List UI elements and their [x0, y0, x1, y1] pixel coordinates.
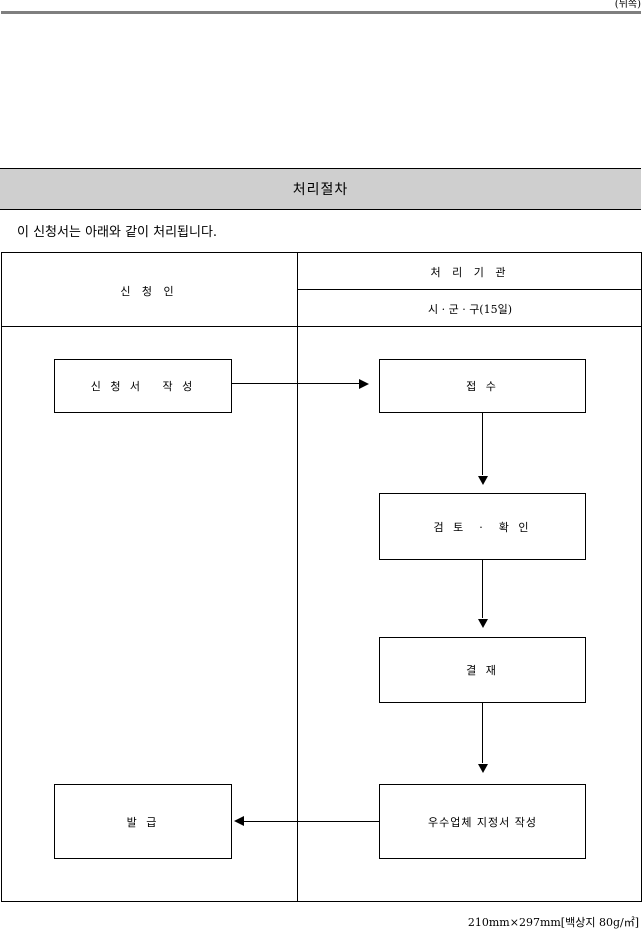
agency-column-header: 처 리 기 관: [430, 266, 510, 279]
arrow-down-icon: [478, 619, 488, 628]
step-receipt: 접 수: [379, 359, 586, 413]
step-approval: 결 재: [379, 637, 586, 703]
step-designation-label: 우수업체 지정서 작성: [427, 815, 538, 829]
connector-approval-to-designation: [482, 703, 483, 763]
connector-application-to-receipt: [232, 383, 360, 384]
applicant-column-header: 신 청 인: [120, 285, 178, 298]
step-receipt-label: 접 수: [466, 380, 499, 393]
arrow-left-icon: [234, 816, 244, 826]
step-issuance-label: 발 급: [126, 815, 160, 829]
step-approval-label: 결 재: [466, 664, 499, 677]
connector-designation-to-issuance: [244, 821, 379, 822]
connector-receipt-to-review: [482, 413, 483, 475]
connector-review-to-approval: [482, 560, 483, 618]
section-header: 처리절차: [0, 168, 641, 210]
step-issuance: 발 급: [54, 784, 232, 859]
step-designation: 우수업체 지정서 작성: [379, 784, 586, 859]
top-divider: [1, 11, 641, 14]
arrow-right-icon: [359, 379, 369, 389]
page-side-marker: (뒤쪽): [614, 0, 641, 10]
header-bottom-rule: [1, 326, 642, 327]
section-title: 처리절차: [292, 182, 349, 198]
step-review-label: 검 토 · 확 인: [433, 520, 532, 534]
step-write-application-label: 신 청 서 작 성: [90, 380, 196, 393]
intro-text: 이 신청서는 아래와 같이 처리됩니다.: [17, 225, 218, 240]
arrow-down-icon: [478, 476, 488, 485]
agency-header-divider: [297, 289, 642, 290]
step-write-application: 신 청 서 작 성: [54, 359, 232, 413]
column-divider: [297, 252, 298, 902]
paper-spec-footer: 210mm×297mm[백상지 80g/㎡]: [467, 916, 639, 929]
step-review: 검 토 · 확 인: [379, 493, 586, 560]
procedure-table: [1, 252, 642, 902]
agency-sub-header: 시 · 군 · 구(15일): [427, 303, 513, 316]
arrow-down-icon: [478, 764, 488, 773]
